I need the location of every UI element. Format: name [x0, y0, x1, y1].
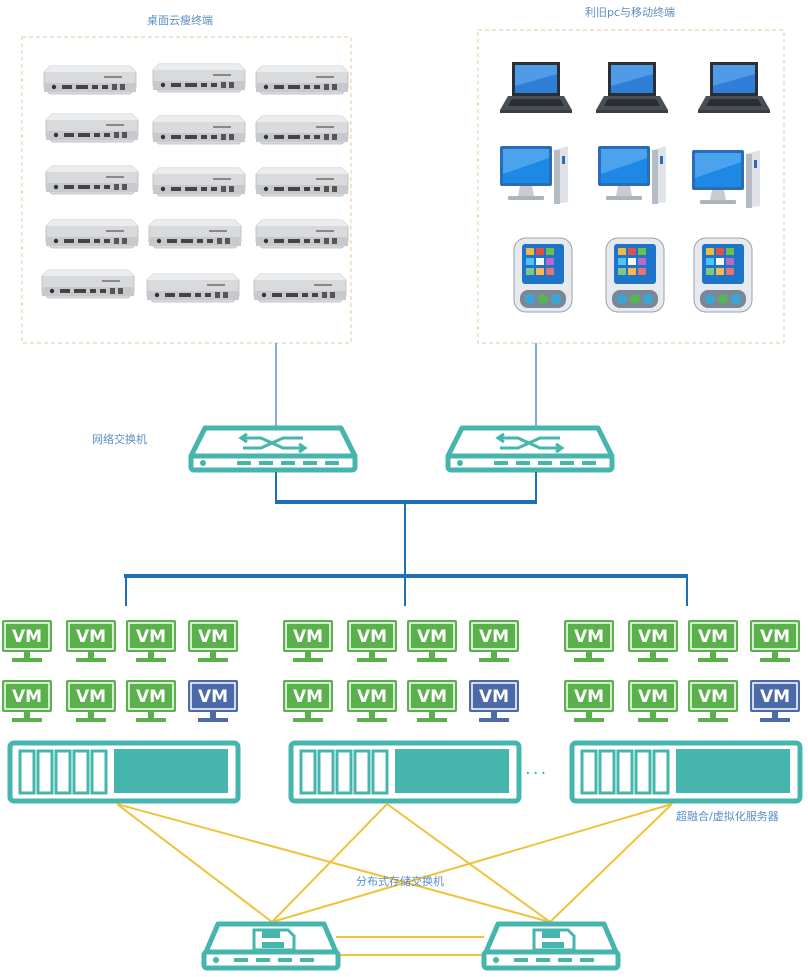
vm-label: VM [293, 627, 323, 647]
thin-client-box-icon [152, 167, 246, 197]
vm-icon: VM [469, 680, 519, 722]
vm-icon: VM [66, 620, 116, 662]
vm-icon: VM [2, 620, 52, 662]
vm-label: VM [479, 627, 509, 647]
vm-icon: VM [126, 620, 176, 662]
vm-icon: VM [688, 620, 738, 662]
vm-icon: VM [688, 680, 738, 722]
vm-icon: VM [126, 680, 176, 722]
network-switch-label: 网络交换机 [92, 433, 147, 446]
vm-label: VM [76, 627, 106, 647]
thin-client-box-icon [152, 63, 246, 93]
vm-icon: VM [283, 680, 333, 722]
network-switch-icon [448, 428, 612, 470]
vm-label: VM [638, 627, 668, 647]
vm-label: VM [698, 627, 728, 647]
laptop-icon [500, 62, 572, 113]
server-rack-icon [10, 743, 238, 801]
vm-icon: VM [407, 620, 457, 662]
thin-client-box-icon [255, 167, 349, 197]
server-rack-icon [291, 743, 519, 801]
pda-mobile-icon [513, 237, 573, 313]
vm-icon: VM [2, 680, 52, 722]
thin-client-box-icon [148, 219, 242, 249]
desktop-pc-icon [598, 146, 666, 204]
vm-icon: VM [347, 620, 397, 662]
vm-icon: VM [66, 680, 116, 722]
old-pc-mobile-grid [500, 62, 770, 313]
vm-label: VM [574, 687, 604, 707]
more-servers-ellipsis: ... [525, 758, 549, 779]
vm-icon: VM [188, 620, 238, 662]
old-pc-mobile-label: 利旧pc与移动终端 [585, 6, 676, 19]
vm-label: VM [698, 687, 728, 707]
vm-label: VM [638, 687, 668, 707]
thin-client-box-icon [255, 65, 349, 95]
thin-client-box-icon [45, 165, 139, 195]
thin-client-box-icon [152, 115, 246, 145]
network-bus [124, 472, 688, 606]
storage-mesh [116, 803, 673, 956]
vm-label: VM [136, 627, 166, 647]
thin-client-box-icon [253, 273, 347, 303]
laptop-icon [596, 62, 668, 113]
vm-icon: VM [347, 680, 397, 722]
vm-label: VM [417, 627, 447, 647]
vm-icon: VM [750, 680, 800, 722]
vm-icon: VM [628, 620, 678, 662]
thin-client-box-icon [43, 65, 137, 95]
vm-label: VM [136, 687, 166, 707]
thin-client-box-icon [45, 219, 139, 249]
hci-server-label: 超融合/虚拟化服务器 [676, 810, 779, 823]
storage-switch-icon [484, 924, 618, 968]
vm-icon: VM [564, 680, 614, 722]
vm-label: VM [198, 627, 228, 647]
vm-label: VM [760, 627, 790, 647]
vm-label: VM [76, 687, 106, 707]
storage-switch-icon [204, 924, 338, 968]
pda-mobile-icon [693, 237, 753, 313]
thin-client-box-icon [45, 113, 139, 143]
vm-icon: VM [407, 680, 457, 722]
thin-client-box-icon [255, 219, 349, 249]
vm-icon: VM [188, 680, 238, 722]
old-pc-group-box [477, 29, 785, 344]
vm-icon: VM [469, 620, 519, 662]
vm-icon: VM [628, 680, 678, 722]
thin-client-label: 桌面云瘦终端 [147, 14, 213, 27]
vm-label: VM [198, 687, 228, 707]
vm-icon: VM [750, 620, 800, 662]
storage-switch-label: 分布式存储交换机 [356, 875, 444, 888]
vm-label: VM [417, 687, 447, 707]
vm-label: VM [574, 627, 604, 647]
thin-client-group-box [21, 36, 352, 344]
vm-label: VM [479, 687, 509, 707]
vm-label: VM [293, 687, 323, 707]
pda-mobile-icon [605, 237, 665, 313]
thin-client-box-icon [146, 273, 240, 303]
vm-label: VM [12, 627, 42, 647]
desktop-pc-icon [500, 146, 568, 204]
thin-client-box-icon [255, 115, 349, 145]
network-switch-icon [191, 428, 355, 470]
vm-label: VM [357, 627, 387, 647]
vm-icon: VM [283, 620, 333, 662]
vm-label: VM [12, 687, 42, 707]
thin-client-box-icon [41, 269, 135, 299]
thin-client-grid [41, 63, 349, 303]
vm-grid: VM VM VM VM VM VM VM VM VM VM VM VM VM VM VM VM VM VM VM VM… [2, 620, 800, 722]
desktop-pc-icon [692, 150, 760, 208]
vm-label: VM [357, 687, 387, 707]
server-rack-icon [572, 743, 800, 801]
laptop-icon [698, 62, 770, 113]
vm-icon: VM [564, 620, 614, 662]
vm-label: VM [760, 687, 790, 707]
